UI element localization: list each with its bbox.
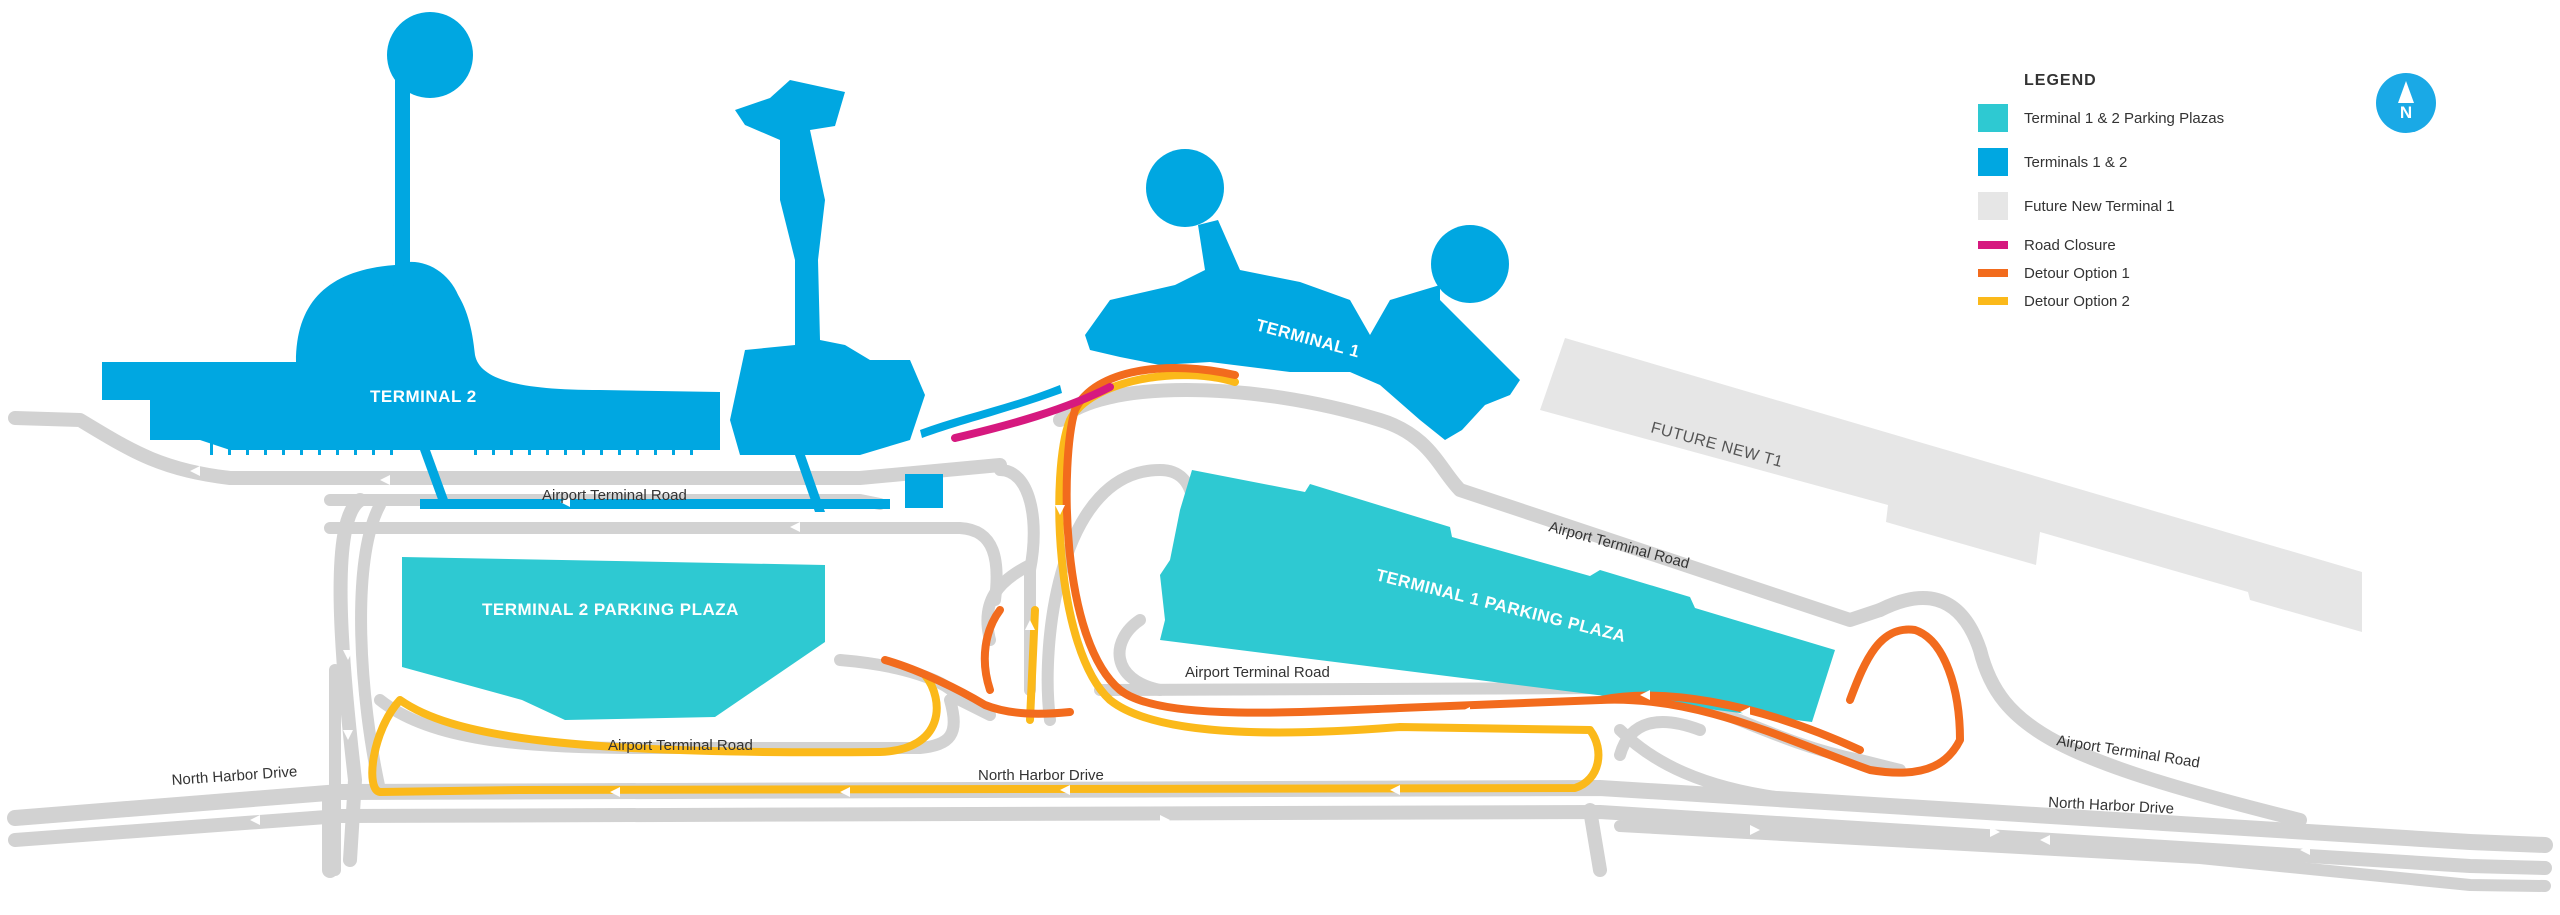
arrow-icon [2040, 835, 2050, 845]
road-label-north-harbor-drive: North Harbor Drive [2048, 794, 2175, 818]
arrow-icon [1740, 707, 1750, 717]
terminal-2-label: TERMINAL 2 [370, 387, 477, 406]
terminal-2-parking-label: TERMINAL 2 PARKING PLAZA [482, 600, 739, 619]
terminal-1-building [1085, 220, 1520, 440]
arrow-icon [1460, 707, 1470, 717]
road-label-north-harbor-drive: North Harbor Drive [978, 767, 1104, 784]
legend-item-parking: Terminal 1 & 2 Parking Plazas [1978, 104, 2278, 132]
arrow-icon [840, 787, 850, 797]
terminal-2-parking-plaza [402, 557, 825, 720]
legend-item-future: Future New Terminal 1 [1978, 192, 2278, 220]
legend-label: Road Closure [2024, 236, 2116, 254]
arrow-icon [2010, 607, 2020, 617]
arrow-icon [560, 497, 570, 507]
direction-arrows [190, 466, 2310, 855]
arrow-icon [1055, 505, 1065, 515]
road-label-airport-terminal-road: Airport Terminal Road [1185, 664, 1330, 681]
arrow-icon [1390, 785, 1400, 795]
road-label-airport-terminal-road: Airport Terminal Road [542, 487, 687, 504]
arrow-icon [1060, 785, 1070, 795]
arrow-icon [2150, 650, 2160, 660]
arrow-icon [250, 815, 260, 825]
legend-item-terminals: Terminals 1 & 2 [1978, 148, 2278, 176]
legend-label: Future New Terminal 1 [2024, 197, 2175, 215]
arrow-icon [1990, 827, 2000, 837]
arrow-icon [610, 787, 620, 797]
legend-swatch-terminals [1978, 148, 2008, 176]
map-legend: LEGEND Terminal 1 & 2 Parking Plazas Ter… [1978, 72, 2278, 320]
legend-item-road-closure: Road Closure [1978, 236, 2278, 254]
arrow-icon [1160, 815, 1170, 825]
legend-label: Terminals 1 & 2 [2024, 153, 2128, 171]
arrow-icon [380, 475, 390, 485]
road-label-airport-terminal-road: Airport Terminal Road [608, 737, 753, 754]
legend-swatch-road-closure [1978, 241, 2008, 249]
legend-swatch-detour-2 [1978, 297, 2008, 305]
terminal-2-building [102, 75, 720, 450]
legend-label: Detour Option 1 [2024, 264, 2130, 282]
terminal-2-gates [210, 440, 693, 455]
arrow-icon [1640, 690, 1650, 700]
arrow-icon [343, 730, 353, 740]
arrow-icon [1750, 825, 1760, 835]
arrow-icon [343, 650, 353, 660]
legend-swatch-detour-1 [1978, 269, 2008, 277]
legend-swatch-parking [1978, 104, 2008, 132]
road-label-north-harbor-drive: North Harbor Drive [171, 763, 298, 789]
legend-item-detour-1: Detour Option 1 [1978, 264, 2278, 282]
terminals [102, 12, 1520, 512]
arrow-icon [1025, 620, 1035, 630]
arrow-icon [790, 522, 800, 532]
legend-swatch-future [1978, 192, 2008, 220]
legend-item-detour-2: Detour Option 2 [1978, 292, 2278, 310]
compass-label: N [2399, 103, 2413, 122]
north-arrow-icon: N [2376, 73, 2436, 133]
detour-option-1-route [881, 364, 1964, 777]
road-label-airport-terminal-road: Airport Terminal Road [1547, 518, 1691, 572]
legend-title: LEGEND [2024, 72, 2097, 89]
terminal-1-parking-plaza [1160, 470, 1835, 722]
arrow-icon [2300, 845, 2310, 855]
legend-label: Terminal 1 & 2 Parking Plazas [2024, 109, 2225, 127]
legend-label: Detour Option 2 [2024, 292, 2130, 310]
arrow-icon [190, 466, 200, 476]
compass-needle [2398, 81, 2414, 103]
future-terminal-1-area [1540, 338, 2362, 632]
road-closure-segment [951, 383, 1114, 442]
